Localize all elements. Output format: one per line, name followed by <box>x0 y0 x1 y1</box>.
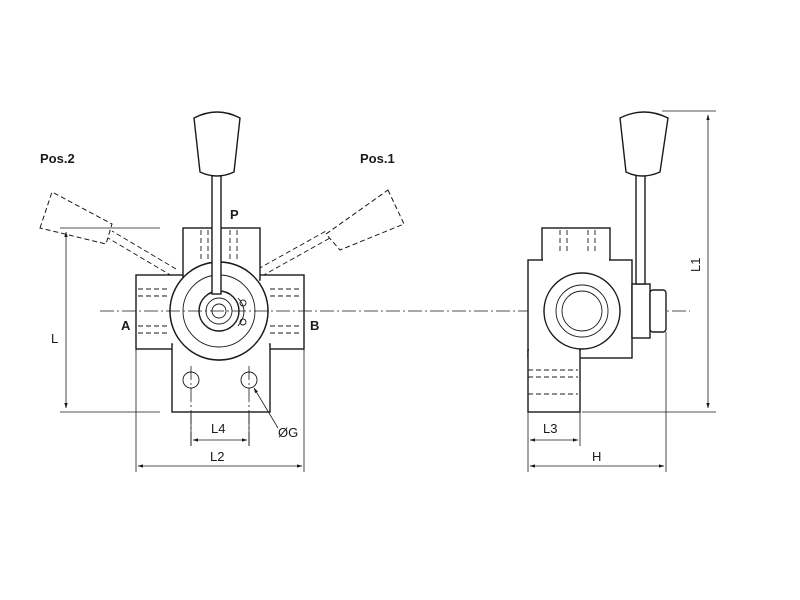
side-view <box>527 110 716 472</box>
pos1-label: Pos.1 <box>360 151 395 166</box>
port-b-label: B <box>310 318 319 333</box>
side-handle <box>619 111 669 285</box>
dim-l2-label: L2 <box>210 449 224 464</box>
side-bottom-block <box>527 349 581 413</box>
pos2-label: Pos.2 <box>40 151 75 166</box>
dim-h-label: H <box>592 449 601 464</box>
handle-pos2-ghost <box>39 191 177 277</box>
front-view <box>39 111 405 472</box>
handle-pos1-ghost <box>257 189 405 277</box>
dim-l1-label: L1 <box>688 258 703 272</box>
port-a-label: A <box>121 318 131 333</box>
dim-l4-label: L4 <box>211 421 225 436</box>
handle-active <box>193 111 241 295</box>
port-p-label: P <box>230 207 239 222</box>
side-port <box>543 272 621 350</box>
dim-og-label: ØG <box>278 425 298 440</box>
dim-l3-label: L3 <box>543 421 557 436</box>
dim-l-label: L <box>51 331 58 346</box>
